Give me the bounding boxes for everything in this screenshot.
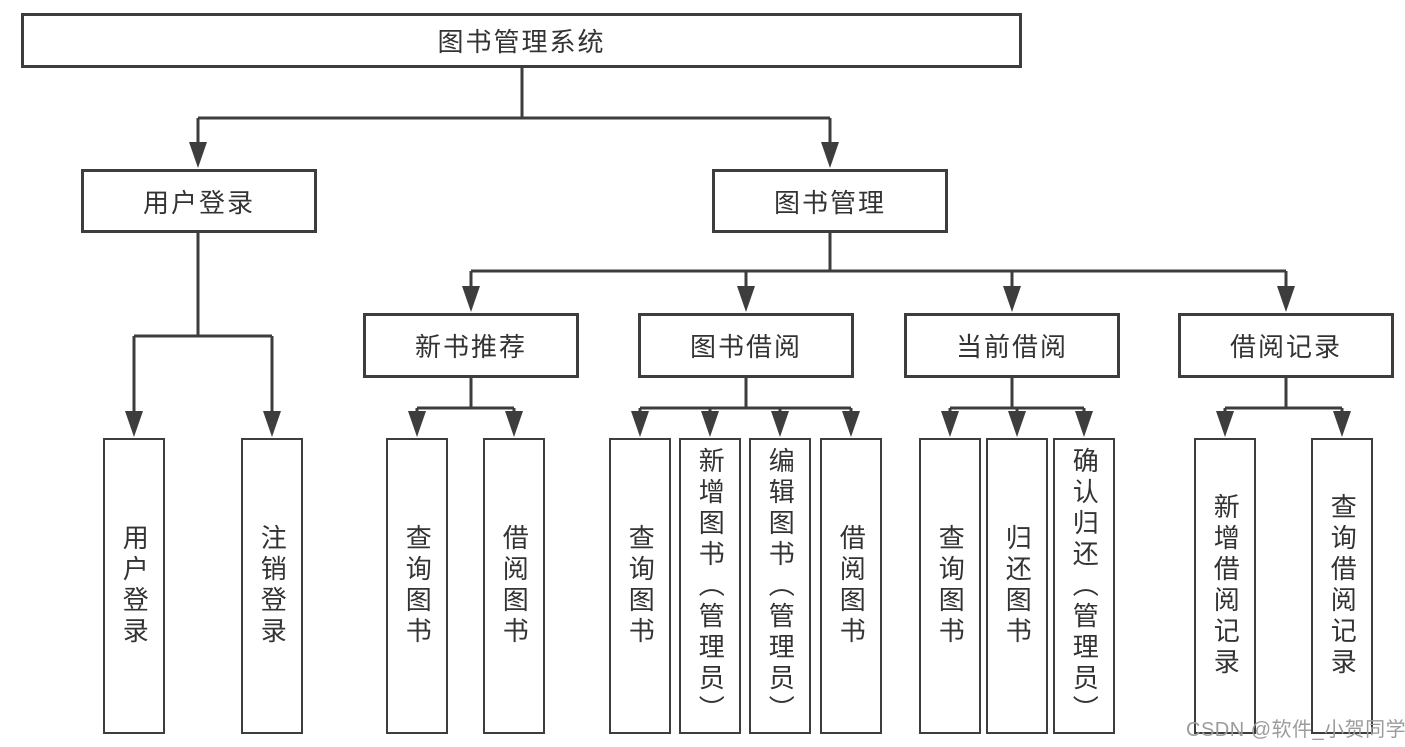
leaf-label: 查询图书 bbox=[625, 524, 656, 648]
leaf-return-books: 归还图书 bbox=[986, 438, 1048, 734]
leaf-label: 借阅图书 bbox=[836, 524, 867, 648]
arrow-down-icon bbox=[1216, 411, 1234, 437]
leaf-add-books-admin: 新增图书（管理员） bbox=[679, 438, 741, 734]
leaf-label: 新增图书（管理员） bbox=[695, 446, 726, 726]
leaf-label: 确认归还（管理员） bbox=[1069, 446, 1100, 726]
node-label: 图书借阅 bbox=[689, 332, 802, 362]
leaf-borrowing-borrow-books: 借阅图书 bbox=[820, 438, 882, 734]
node-current-borrowing: 当前借阅 bbox=[904, 313, 1120, 378]
arrow-down-icon bbox=[821, 142, 839, 168]
leaf-user-login: 用户登录 bbox=[103, 438, 165, 734]
arrow-down-icon bbox=[125, 411, 143, 437]
arrow-down-icon bbox=[1277, 286, 1295, 312]
leaf-newbook-query-books: 查询图书 bbox=[386, 438, 448, 734]
node-book-management: 图书管理 bbox=[712, 169, 948, 233]
arrow-down-icon bbox=[189, 142, 207, 168]
leaf-query-borrow-record: 查询借阅记录 bbox=[1311, 438, 1373, 734]
leaf-add-borrow-record: 新增借阅记录 bbox=[1194, 438, 1256, 734]
arrow-down-icon bbox=[701, 411, 719, 437]
arrow-down-icon bbox=[505, 411, 523, 437]
arrow-down-icon bbox=[1008, 411, 1026, 437]
node-borrowing-records: 借阅记录 bbox=[1178, 313, 1394, 378]
leaf-label: 归还图书 bbox=[1002, 524, 1033, 648]
edge-userlogin-to-leaves bbox=[132, 233, 274, 414]
arrow-down-icon bbox=[408, 411, 426, 437]
leaf-edit-books-admin: 编辑图书（管理员） bbox=[749, 438, 811, 734]
arrow-down-icon bbox=[941, 411, 959, 437]
edge-newbook-to-leaves bbox=[415, 378, 516, 414]
watermark-text: CSDN @软件_小贺同学 bbox=[1186, 719, 1405, 741]
edge-root-to-level2 bbox=[196, 68, 832, 144]
node-new-book-recommendation: 新书推荐 bbox=[363, 313, 579, 378]
leaf-label: 注销登录 bbox=[257, 524, 288, 648]
edge-records-to-leaves bbox=[1223, 378, 1344, 414]
leaf-label: 新增借阅记录 bbox=[1210, 493, 1241, 679]
arrow-down-icon bbox=[1003, 286, 1021, 312]
node-user-login: 用户登录 bbox=[81, 169, 317, 233]
arrow-down-icon bbox=[263, 411, 281, 437]
node-book-borrowing: 图书借阅 bbox=[638, 313, 854, 378]
node-label: 当前借阅 bbox=[955, 332, 1068, 362]
leaf-label: 查询借阅记录 bbox=[1327, 493, 1358, 679]
leaf-logout-login: 注销登录 bbox=[241, 438, 303, 734]
leaf-label: 查询图书 bbox=[935, 524, 966, 648]
node-label: 借阅记录 bbox=[1229, 332, 1342, 362]
arrow-down-icon bbox=[1075, 411, 1093, 437]
edge-bookmgmt-to-level3 bbox=[469, 233, 1288, 288]
arrow-down-icon bbox=[631, 411, 649, 437]
edge-current-to-leaves bbox=[948, 378, 1086, 414]
node-label: 图书管理 bbox=[773, 187, 886, 218]
node-label: 用户登录 bbox=[142, 187, 255, 218]
leaf-label: 借阅图书 bbox=[499, 524, 530, 648]
arrow-down-icon bbox=[737, 286, 755, 312]
leaf-newbook-borrow-books: 借阅图书 bbox=[483, 438, 545, 734]
arrow-down-icon bbox=[771, 411, 789, 437]
arrow-down-icon bbox=[842, 411, 860, 437]
arrow-down-icon bbox=[1333, 411, 1351, 437]
leaf-label: 用户登录 bbox=[119, 524, 150, 648]
leaf-label: 编辑图书（管理员） bbox=[765, 446, 796, 726]
arrow-down-icon bbox=[462, 286, 480, 312]
node-label: 图书管理系统 bbox=[437, 27, 606, 57]
leaf-borrowing-query-books: 查询图书 bbox=[609, 438, 671, 734]
leaf-label: 查询图书 bbox=[402, 524, 433, 648]
leaf-confirm-return-admin: 确认归还（管理员） bbox=[1053, 438, 1115, 734]
edge-borrow-to-leaves bbox=[638, 378, 853, 414]
leaf-current-query-books: 查询图书 bbox=[919, 438, 981, 734]
node-label: 新书推荐 bbox=[414, 332, 527, 362]
node-library-system: 图书管理系统 bbox=[21, 13, 1022, 68]
